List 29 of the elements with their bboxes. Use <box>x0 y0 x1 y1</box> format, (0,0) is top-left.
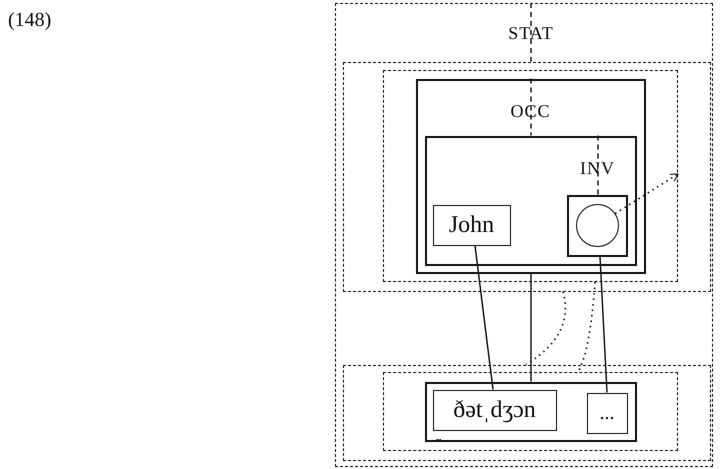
dashed-frame <box>383 372 678 451</box>
dashed-connector <box>530 78 532 136</box>
labeled-box <box>586 392 628 434</box>
dashed-frame <box>342 364 710 460</box>
dashed-frame <box>383 70 678 282</box>
connector-line <box>599 256 608 393</box>
labeled-box <box>416 78 646 274</box>
ellipsis-mark: ... <box>436 432 441 442</box>
frame-box <box>566 194 628 256</box>
node-label: OCC <box>510 102 550 120</box>
connector-line <box>474 245 494 390</box>
labeled-box <box>424 136 636 266</box>
dashed-frame <box>335 3 713 467</box>
node-label: STAT <box>508 24 554 42</box>
labeled-box <box>432 204 510 246</box>
frame-box <box>424 382 636 442</box>
node-label: ... <box>600 403 614 423</box>
dashed-connector <box>597 136 599 194</box>
dotted-connector <box>614 173 678 214</box>
example-number: (148) <box>8 10 52 30</box>
circle-shape <box>576 204 618 246</box>
node-label: ðətˌdʒɔn <box>453 398 536 422</box>
dashed-frame <box>342 62 710 292</box>
dotted-connector <box>577 282 596 372</box>
dotted-connector <box>526 291 566 366</box>
node-label: INV <box>580 158 615 176</box>
dashed-connector <box>530 3 532 62</box>
node-label: John <box>448 213 494 237</box>
connector-line <box>530 274 532 382</box>
